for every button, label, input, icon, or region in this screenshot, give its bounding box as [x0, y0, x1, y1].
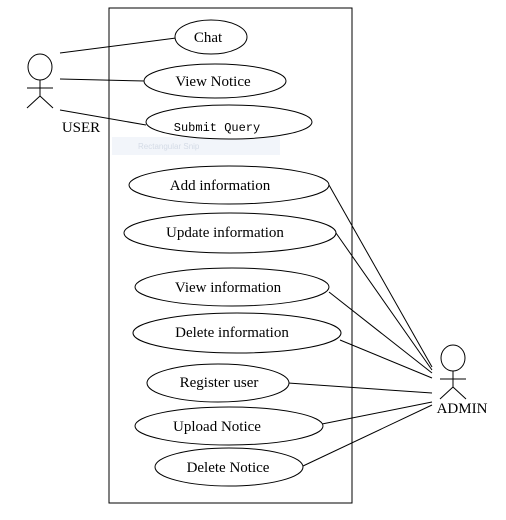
use-case-submit-query-label: Submit Query	[174, 121, 260, 135]
user-associations	[59, 37, 177, 126]
admin-associations	[287, 184, 433, 467]
use-case-chat: Chat	[174, 19, 248, 55]
use-case-update-information: Update information	[123, 212, 337, 254]
use-case-upload-notice-ellipse	[134, 406, 324, 446]
admin-actor-leg-left	[439, 386, 454, 400]
use-case-view-notice-label: View Notice	[175, 74, 251, 90]
use-case-view-information-ellipse	[134, 267, 330, 307]
use-case-submit-query-ellipse	[145, 104, 313, 140]
use-case-delete-information-label: Delete information	[175, 325, 289, 341]
association-admin-delete-notice	[302, 404, 433, 467]
use-case-register-user-label: Register user	[180, 375, 259, 391]
use-case-view-notice: View Notice	[143, 63, 287, 99]
user-actor-head	[27, 53, 53, 81]
use-case-submit-query: Submit Query	[145, 104, 313, 140]
use-case-update-information-ellipse	[123, 212, 337, 254]
use-case-register-user-ellipse	[146, 363, 290, 403]
use-case-chat-ellipse	[174, 19, 248, 55]
use-case-delete-notice-label: Delete Notice	[187, 460, 270, 476]
admin-actor-leg-right	[452, 386, 467, 400]
admin-actor-head	[440, 344, 466, 372]
use-case-add-information-ellipse	[128, 165, 330, 205]
use-case-upload-notice-label: Upload Notice	[173, 419, 261, 435]
use-case-delete-information: Delete information	[132, 312, 342, 354]
user-actor-leg-left	[26, 95, 41, 109]
use-case-update-information-label: Update information	[166, 225, 284, 241]
use-case-delete-information-ellipse	[132, 312, 342, 354]
user-actor-leg-right	[39, 95, 54, 109]
association-admin-update-information	[335, 232, 433, 371]
user-actor-label: USER	[62, 120, 100, 136]
use-case-view-information: View information	[134, 267, 330, 307]
association-admin-add-information	[328, 184, 433, 368]
use-case-delete-notice: Delete Notice	[154, 447, 304, 487]
association-user-submit-query	[59, 109, 147, 126]
use-case-add-information: Add information	[128, 165, 330, 205]
association-admin-view-information	[328, 291, 433, 374]
use-case-view-notice-ellipse	[143, 63, 287, 99]
admin-actor	[439, 344, 467, 400]
user-actor	[26, 53, 54, 109]
association-admin-upload-notice	[321, 401, 433, 425]
association-admin-register-user	[287, 382, 433, 394]
use-case-upload-notice: Upload Notice	[134, 406, 324, 446]
ghost-band	[112, 137, 280, 155]
association-admin-delete-information	[339, 339, 433, 379]
admin-actor-label: ADMIN	[437, 401, 488, 417]
association-user-view-notice	[59, 78, 146, 82]
ghost-text: Rectangular Snip	[138, 142, 200, 151]
use-case-add-information-label: Add information	[170, 178, 271, 194]
use-case-delete-notice-ellipse	[154, 447, 304, 487]
use-case-view-information-label: View information	[175, 280, 282, 296]
use-case-chat-label: Chat	[194, 30, 223, 46]
association-user-chat	[59, 37, 177, 54]
use-case-register-user: Register user	[146, 363, 290, 403]
